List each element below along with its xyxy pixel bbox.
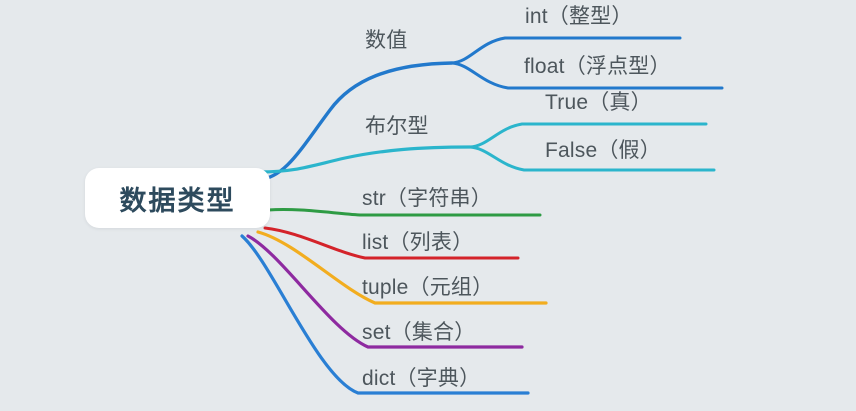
edge-root-to-boolean — [258, 145, 472, 174]
edge-root-to-tuple — [256, 230, 548, 305]
root-node[interactable]: 数据类型 — [85, 168, 270, 228]
edge-root-to-dict — [240, 234, 530, 395]
edge-boolean-to-true — [468, 122, 708, 149]
leaf-label-false[interactable]: False（假） — [545, 139, 661, 162]
edge-root-to-list — [263, 226, 520, 260]
edge-numeric-to-float — [450, 61, 724, 90]
leaf-label-list[interactable]: list（列表） — [362, 231, 474, 254]
leaf-label-tuple[interactable]: tuple（元组） — [362, 276, 494, 299]
leaf-label-float[interactable]: float（浮点型） — [524, 55, 671, 78]
edge-root-to-set — [246, 234, 524, 349]
branch-label-numeric[interactable]: 数值 — [365, 29, 408, 52]
root-node-label: 数据类型 — [119, 185, 236, 216]
edge-root-to-str — [266, 208, 542, 217]
leaf-label-dict[interactable]: dict（字典） — [362, 367, 481, 390]
edge-boolean-to-false — [468, 145, 716, 172]
leaf-label-str[interactable]: str（字符串） — [362, 187, 492, 210]
edge-numeric-to-int — [450, 36, 682, 65]
leaf-label-int[interactable]: int（整型） — [525, 5, 633, 28]
leaf-label-true[interactable]: True（真） — [545, 91, 652, 114]
branch-label-boolean[interactable]: 布尔型 — [365, 115, 429, 138]
leaf-label-set[interactable]: set（集合） — [362, 321, 476, 344]
